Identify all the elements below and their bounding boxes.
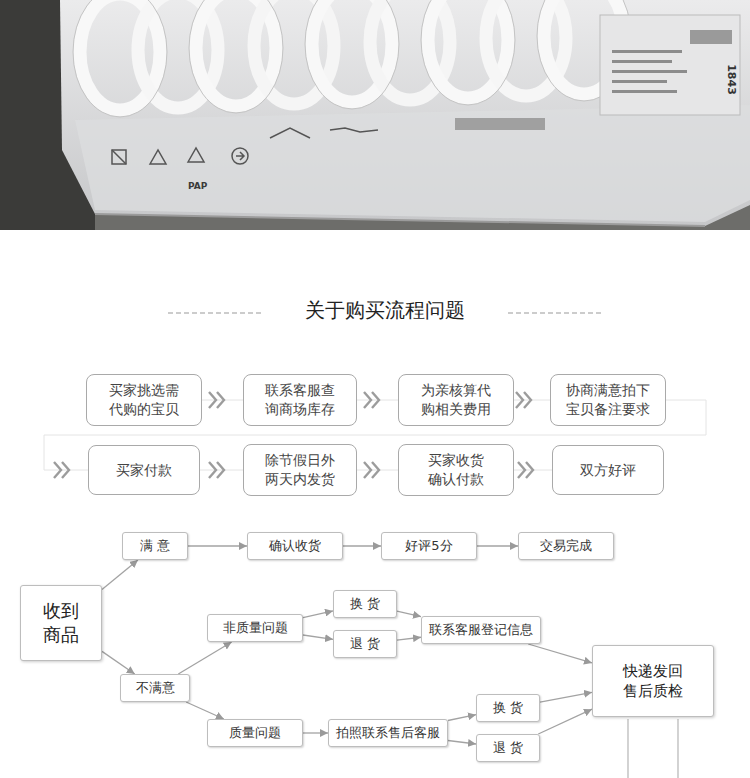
chevron-arrow xyxy=(357,470,398,471)
title-rule xyxy=(508,313,602,314)
box-text: 质量问题 xyxy=(229,724,281,742)
box-text: 为亲核算代 购相关费用 xyxy=(405,381,507,419)
box-text: 退 货 xyxy=(350,635,380,653)
box-text: 联系客服登记信息 xyxy=(429,621,533,639)
flow-arrow xyxy=(102,560,138,589)
step-box: 买家收货 确认付款 xyxy=(398,444,514,496)
flow-arrow xyxy=(303,611,333,618)
process-box: 换 货 xyxy=(333,590,397,618)
continuation-line xyxy=(677,719,678,778)
label-wrap: 1843 xyxy=(724,64,743,95)
chevron-arrow xyxy=(202,400,243,401)
flow-arrow xyxy=(397,611,421,616)
process-box: 交易完成 xyxy=(518,532,614,560)
step-box: 协商满意拍下 宝贝备注要求 xyxy=(550,374,666,426)
label-wrap: PAP xyxy=(188,174,207,193)
process-box: 质量问题 xyxy=(207,719,303,747)
step-box: 买家付款 xyxy=(88,445,200,495)
flow-arrow xyxy=(186,702,224,719)
box-text: 收到 商品 xyxy=(27,599,95,648)
process-box: 非质量问题 xyxy=(207,614,303,642)
flow-arrow xyxy=(397,637,421,640)
box-text: 换 货 xyxy=(493,699,523,717)
process-box: 好评5分 xyxy=(381,532,477,560)
process-box: 换 货 xyxy=(476,694,540,722)
process-box: 退 货 xyxy=(333,630,397,658)
box-text: 确认收货 xyxy=(269,537,321,555)
box-text: 快递发回 售后质检 xyxy=(599,661,707,702)
photo-label: PAP xyxy=(188,182,207,192)
box-text: 买家付款 xyxy=(116,461,172,480)
flow-arrow xyxy=(102,651,135,674)
box-text: 双方好评 xyxy=(580,461,636,480)
box-text: 买家收货 确认付款 xyxy=(405,451,507,489)
process-box: 不满意 xyxy=(120,674,190,702)
process-box: 确认收货 xyxy=(247,532,343,560)
flow-arrow xyxy=(477,545,518,546)
box-text: 除节假日外 两天内发货 xyxy=(250,451,350,489)
flow-arrow xyxy=(528,644,592,663)
box-text: 不满意 xyxy=(136,679,175,697)
end-box: 快递发回 售后质检 xyxy=(592,645,714,717)
start-box: 收到 商品 xyxy=(20,585,102,661)
continuation-line xyxy=(627,719,628,778)
box-text: 换 货 xyxy=(350,595,380,613)
process-box: 满 意 xyxy=(122,532,188,560)
step-box: 为亲核算代 购相关费用 xyxy=(398,374,514,426)
title-wrap: 关于购买流程问题 xyxy=(275,299,495,321)
product-photo xyxy=(0,0,750,230)
box-text: 交易完成 xyxy=(540,537,592,555)
step-box: 联系客服查 询商场库存 xyxy=(243,374,357,426)
step-box: 买家挑选需 代购的宝贝 xyxy=(86,374,202,426)
box-text: 联系客服查 询商场库存 xyxy=(250,381,350,419)
diagram-title: 关于购买流程问题 xyxy=(305,299,465,321)
box-text: 满 意 xyxy=(140,537,170,555)
chevron-arrow xyxy=(200,470,243,471)
title-rule xyxy=(168,313,262,314)
box-text: 好评5分 xyxy=(405,537,452,555)
photo-label: 1843 xyxy=(725,64,737,95)
chevron-arrow xyxy=(514,470,552,471)
process-box: 联系客服登记信息 xyxy=(421,616,541,644)
flow-arrow xyxy=(538,709,592,734)
flow-arrow xyxy=(448,741,476,745)
flow-arrow xyxy=(303,635,333,639)
flow-arrow xyxy=(540,692,592,702)
box-text: 非质量问题 xyxy=(223,619,288,637)
box-text: 退 货 xyxy=(493,739,523,757)
step-box: 除节假日外 两天内发货 xyxy=(243,444,357,496)
flow-arrow xyxy=(303,732,328,733)
chevron-arrow xyxy=(514,400,550,401)
box-text: 协商满意拍下 宝贝备注要求 xyxy=(557,381,659,419)
step-box: 双方好评 xyxy=(552,445,664,495)
process-box: 退 货 xyxy=(476,734,540,762)
flow-arrow xyxy=(178,642,231,674)
flow-arrow xyxy=(343,545,381,546)
process-box: 拍照联系售后客服 xyxy=(328,719,448,747)
flow-arrow xyxy=(448,715,476,721)
box-text: 买家挑选需 代购的宝贝 xyxy=(93,381,195,419)
box-text: 拍照联系售后客服 xyxy=(336,724,440,742)
flow-arrow xyxy=(188,545,247,546)
chevron-arrow xyxy=(357,400,398,401)
